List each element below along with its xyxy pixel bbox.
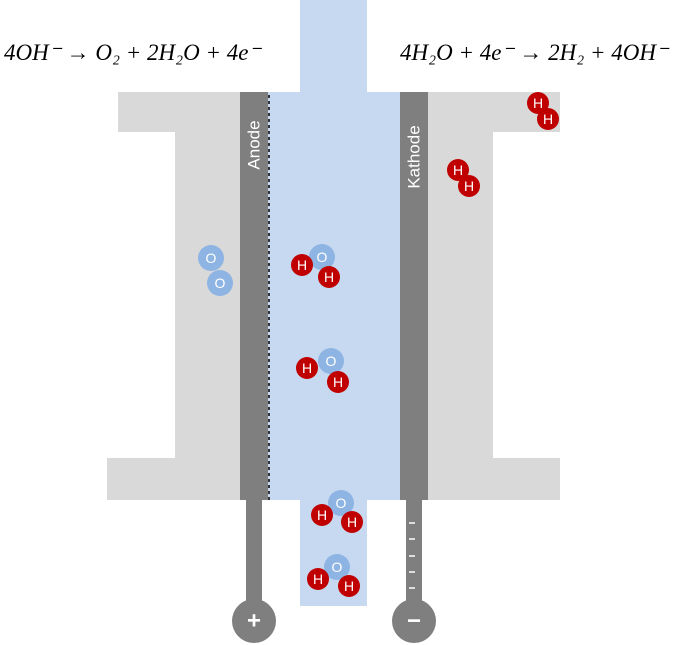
anode-housing: [107, 92, 240, 500]
anode-label: Anode: [245, 120, 264, 169]
oxygen-atom: O: [206, 250, 217, 266]
anode-lead: [246, 500, 262, 608]
anode-electrode: [240, 92, 268, 500]
cathode-lead-charges: [409, 522, 415, 589]
hydrogen-atom: H: [533, 95, 543, 111]
water-molecule: O H H: [291, 244, 340, 288]
hydrogen-atom: H: [302, 360, 312, 376]
oxygen-atom: O: [336, 495, 347, 511]
oxygen-atom: O: [326, 353, 337, 369]
negative-terminal: [392, 599, 436, 643]
cathode-reaction-equation: 4H₂O + 4e⁻ → 2H₂ + 4OH⁻: [400, 40, 669, 65]
hydrogen-molecule: H H: [527, 92, 559, 130]
water-molecule: O H H: [307, 554, 360, 597]
cathode-lead: [406, 500, 422, 608]
hydrogen-atom: H: [464, 178, 474, 194]
anode-reaction-equation: 4OH⁻ → O₂ + 2H₂O + 4e⁻: [4, 40, 261, 65]
hydrogen-atom: H: [453, 162, 463, 178]
hydrogen-atom: H: [344, 578, 354, 594]
hydrogen-atom: H: [347, 514, 357, 530]
hydrogen-molecule: H H: [447, 159, 480, 197]
cathode-electrode: [400, 92, 428, 500]
hydrogen-atom: H: [317, 507, 327, 523]
cathode-label: Kathode: [405, 125, 424, 188]
plus-sign: +: [247, 608, 261, 635]
hydrogen-atom: H: [543, 111, 553, 127]
oxygen-atom: O: [317, 249, 328, 265]
hydrogen-atom: H: [297, 257, 307, 273]
minus-sign: −: [407, 608, 421, 635]
water-molecule: O H H: [296, 348, 349, 393]
water-molecule: O H H: [311, 490, 363, 533]
hydrogen-atom: H: [313, 571, 323, 587]
oxygen-molecule: O O: [198, 245, 233, 296]
positive-terminal: [232, 599, 276, 643]
hydrogen-atom: H: [333, 374, 343, 390]
cathode-housing: [428, 92, 560, 500]
oxygen-atom: O: [215, 275, 226, 291]
electrolyte-channel: [268, 0, 400, 606]
oxygen-atom: O: [332, 559, 343, 575]
hydrogen-atom: H: [324, 269, 334, 285]
